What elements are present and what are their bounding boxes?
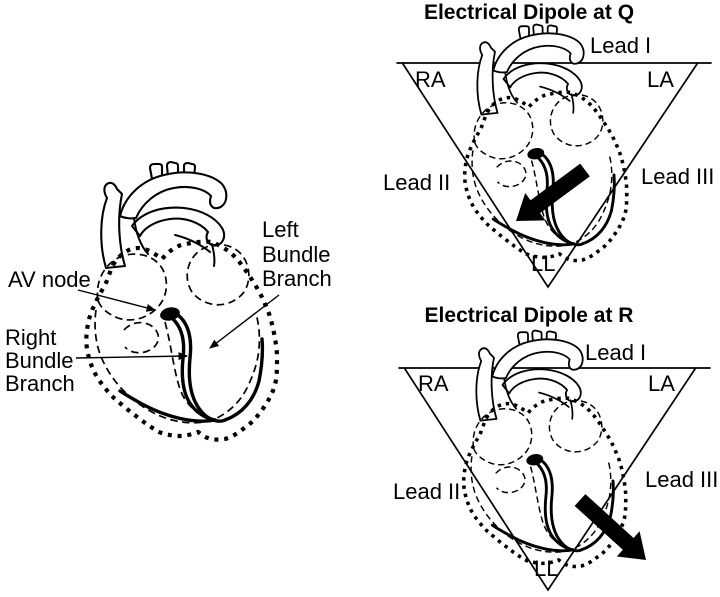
- einthoven-triangle: [396, 62, 712, 289]
- right-bundle-label-line1: Right: [5, 325, 56, 350]
- av-node-pointer-arrow: [77, 289, 156, 312]
- lead-iii-label: Lead III: [641, 164, 714, 189]
- av-node-label: AV node: [8, 267, 91, 292]
- left-bundle-label-line1: Left: [262, 217, 299, 242]
- la-electrode-label: LA: [647, 67, 674, 92]
- dipole-vector-arrow: [516, 163, 590, 221]
- ra-electrode-label: RA: [415, 67, 446, 92]
- panel-title: Electrical Dipole at R: [425, 304, 634, 327]
- heart-illustration: [462, 22, 629, 263]
- left-bundle-pointer-arrow: [209, 294, 280, 349]
- right-bundle-label-line3: Branch: [5, 371, 75, 396]
- panel-title: Electrical Dipole at Q: [424, 1, 634, 24]
- lead-ii-label: Lead II: [393, 479, 460, 504]
- einthoven-triangle: [398, 367, 711, 592]
- left-bundle-label-line2: Bundle: [262, 242, 331, 267]
- ra-electrode-label: RA: [418, 371, 449, 396]
- lead-i-label: Lead I: [585, 340, 646, 365]
- la-electrode-label: LA: [648, 371, 675, 396]
- left-bundle-branch-label: Left Bundle Branch: [262, 217, 332, 291]
- dipole-vector-arrow: [574, 494, 646, 560]
- right-bundle-label-line2: Bundle: [5, 348, 74, 373]
- dipole-panel-r: Electrical Dipole at R Lead I RA LA Lead…: [393, 304, 718, 592]
- lead-ii-label: Lead II: [383, 170, 450, 195]
- heart-illustration: [461, 328, 628, 569]
- anatomy-panel: AV node Right Bundle Branch Left Bundle …: [5, 162, 332, 440]
- left-bundle-label-line3: Branch: [262, 266, 332, 291]
- ll-electrode-label: LL: [534, 556, 558, 581]
- dipole-panel-q: Electrical Dipole at Q Lead I RA LA Lead…: [383, 1, 714, 289]
- ll-electrode-label: LL: [531, 251, 555, 276]
- heart-illustration: [86, 162, 277, 440]
- lead-i-label: Lead I: [590, 33, 651, 58]
- right-bundle-branch-label: Right Bundle Branch: [5, 325, 75, 396]
- lead-iii-label: Lead III: [645, 467, 718, 492]
- right-bundle-pointer-arrow: [75, 352, 188, 361]
